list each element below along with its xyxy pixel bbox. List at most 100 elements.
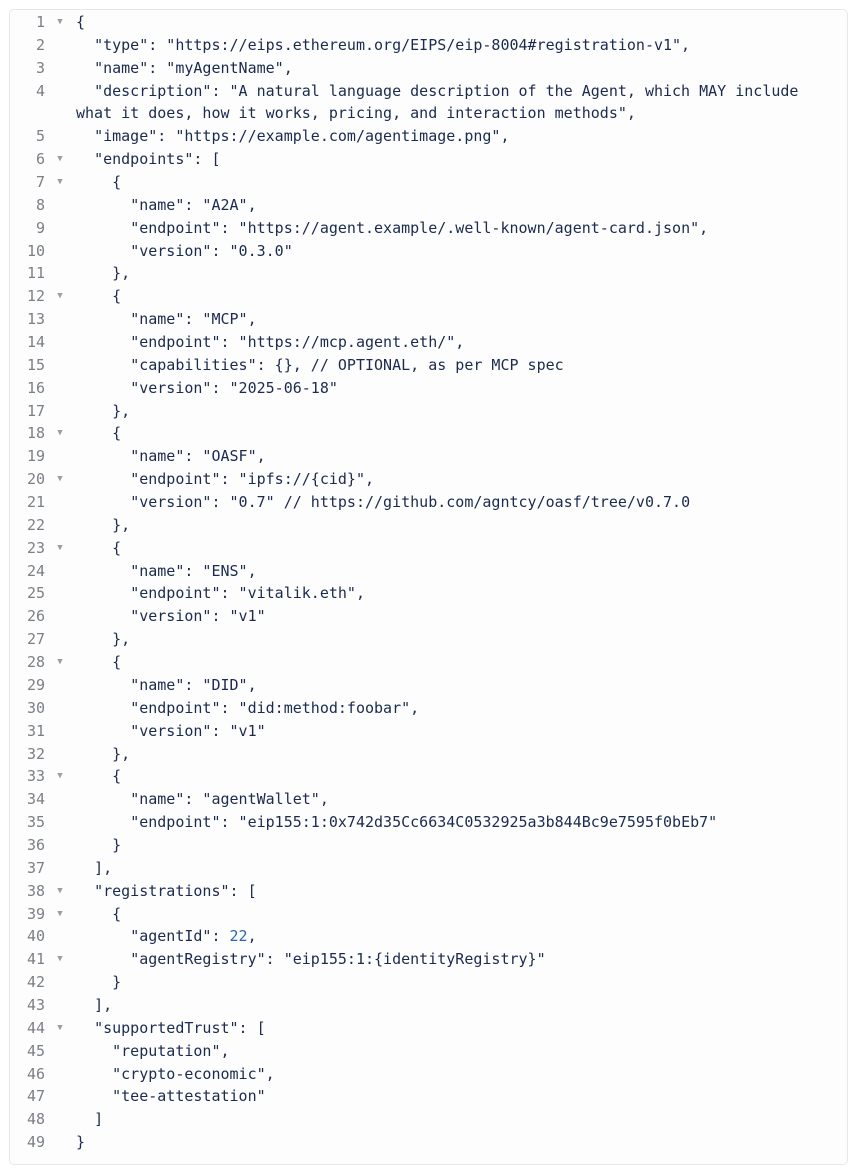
code-line[interactable]: 12▼ { (10, 285, 847, 308)
code-text: } (76, 1133, 86, 1152)
code-line[interactable]: 42 } (10, 971, 847, 994)
fold-toggle-icon[interactable]: ▼ (57, 474, 63, 485)
fold-toggle-icon[interactable]: ▼ (57, 1022, 63, 1033)
code-line[interactable]: 26 "version": "v1" (10, 605, 847, 628)
line-number: 8 (35, 195, 45, 214)
fold-toggle-icon[interactable]: ▼ (57, 428, 63, 439)
line-number: 19 (26, 447, 45, 466)
line-number: 36 (26, 835, 45, 854)
line-number: 40 (26, 927, 45, 946)
fold-toggle-icon[interactable]: ▼ (57, 542, 63, 553)
line-number: 6 (35, 150, 45, 169)
code-line[interactable]: 34 "name": "agentWallet", (10, 788, 847, 811)
code-line[interactable]: 47 "tee-attestation" (10, 1085, 847, 1108)
code-line[interactable]: 27 }, (10, 628, 847, 651)
line-number: 9 (35, 218, 45, 237)
code-editor[interactable]: 1 ▼ {2 "type": "https://eips.ethereum.org/… (9, 9, 848, 1165)
code-line[interactable]: 5 "image": "https://example.com/agentima… (10, 125, 847, 148)
code-line[interactable]: 14 "endpoint": "https://mcp.agent.eth/", (10, 331, 847, 354)
fold-toggle-icon[interactable]: ▼ (57, 885, 63, 896)
code-line[interactable]: 40 "agentId": 22, (10, 925, 847, 948)
code-text: "endpoint": "https://mcp.agent.eth/", (76, 333, 465, 352)
code-line[interactable]: 36 } (10, 834, 847, 857)
code-line[interactable]: 29 "name": "DID", (10, 674, 847, 697)
code-line[interactable]: 41▼ "agentRegistry": "eip155:1:{identity… (10, 948, 847, 971)
code-line[interactable]: 15 "capabilities": {}, // OPTIONAL, as p… (10, 354, 847, 377)
fold-toggle-icon[interactable]: ▼ (57, 657, 63, 668)
line-number: 14 (26, 333, 45, 352)
code-line[interactable]: 25 "endpoint": "vitalik.eth", (10, 582, 847, 605)
code-line[interactable]: 31 "version": "v1" (10, 720, 847, 743)
code-line[interactable]: 44▼ "supportedTrust": [ (10, 1017, 847, 1040)
code-line[interactable]: 1▼{ (10, 11, 847, 34)
code-line[interactable]: 20▼ "endpoint": "ipfs://{cid}", (10, 468, 847, 491)
code-token: , (247, 927, 257, 946)
fold-toggle-icon[interactable]: ▼ (57, 154, 63, 165)
fold-toggle-icon[interactable]: ▼ (57, 908, 63, 919)
line-number: 49 (26, 1133, 45, 1152)
code-line[interactable]: 22 }, (10, 514, 847, 537)
code-line[interactable]: 10 "version": "0.3.0" (10, 240, 847, 263)
fold-toggle-icon[interactable]: ▼ (57, 291, 63, 302)
code-text: { (76, 653, 122, 672)
code-line[interactable]: 30 "endpoint": "did:method:foobar", (10, 697, 847, 720)
code-line[interactable]: 3 "name": "myAgentName", (10, 57, 847, 80)
line-number: 21 (26, 493, 45, 512)
code-text: "version": "2025-06-18" (76, 378, 338, 397)
code-line[interactable]: 28 ▼ { (10, 651, 847, 674)
code-line[interactable]: 17 }, (10, 400, 847, 423)
code-line[interactable]: 48 ] (10, 1108, 847, 1131)
code-line[interactable]: 37 ], (10, 857, 847, 880)
code-line[interactable]: 24 "name": "ENS", (10, 560, 847, 583)
code-line[interactable]: 13 "name": "MCP", (10, 308, 847, 331)
code-line[interactable]: 23▼ { (10, 537, 847, 560)
line-number: 10 (26, 241, 45, 260)
code-line[interactable]: 16 "version": "2025-06-18" (10, 377, 847, 400)
line-number: 30 (26, 698, 45, 717)
code-text: "endpoint": "did:method:foobar", (76, 698, 420, 717)
line-number: 1 (35, 13, 45, 31)
code-text: } (76, 973, 122, 992)
code-line[interactable]: 7▼ { (10, 171, 847, 194)
code-text: "name": "agentWallet", (76, 790, 329, 809)
code-line[interactable]: 46 "crypto-economic", (10, 1063, 847, 1086)
line-number: 3 (35, 58, 45, 77)
line-number: 17 (26, 401, 45, 420)
code-line[interactable]: 45 "reputation", (10, 1040, 847, 1063)
code-line[interactable]: 18▼ { (10, 422, 847, 445)
code-line[interactable]: 39▼ { (10, 903, 847, 926)
code-text: { (76, 767, 122, 786)
code-line[interactable]: 32 }, (10, 743, 847, 766)
line-number: 47 (26, 1087, 45, 1106)
code-line[interactable]: 11 }, (10, 262, 847, 285)
code-lines: 1 ▼ {2 "type": "https://eips.ethereum.org/… (10, 11, 847, 1154)
code-line[interactable]: 43 ], (10, 994, 847, 1017)
code-line[interactable]: 9 "endpoint": "https://agent.example/.we… (10, 217, 847, 240)
code-line[interactable]: 6▼ "endpoints": [ (10, 148, 847, 171)
code-line[interactable]: 38▼ "registrations": [ (10, 880, 847, 903)
fold-toggle-icon[interactable]: ▼ (57, 771, 63, 782)
code-line[interactable]: 33▼ { (10, 765, 847, 788)
line-number: 25 (26, 584, 45, 603)
line-number: 15 (26, 355, 45, 374)
fold-toggle-icon[interactable]: ▼ (57, 17, 63, 27)
line-number: 32 (26, 744, 45, 763)
code-text: "name": "ENS", (76, 561, 257, 580)
fold-toggle-icon[interactable]: ▼ (57, 954, 63, 965)
code-text: "version": "v1" (76, 607, 266, 626)
line-number: 16 (26, 378, 45, 397)
code-line[interactable]: 35 "endpoint": "eip155:1:0x742d35Cc6634C… (10, 811, 847, 834)
code-line[interactable]: 4 "description": "A natural language des… (10, 80, 847, 126)
code-line[interactable]: 21 "version": "0.7" // https://github.co… (10, 491, 847, 514)
code-text: }, (76, 744, 131, 763)
code-line[interactable]: 2 "type": "https://eips.ethereum.org/EIP… (10, 34, 847, 57)
code-text: ], (76, 995, 113, 1014)
code-text: { (76, 538, 122, 557)
code-line[interactable]: 8 "name": "A2A", (10, 194, 847, 217)
code-text: }, (76, 264, 131, 283)
line-number: 28 (26, 653, 45, 672)
code-line[interactable]: 49} (10, 1131, 847, 1154)
code-line[interactable]: 19 "name": "OASF", (10, 445, 847, 468)
code-text: "tee-attestation" (76, 1087, 266, 1106)
fold-toggle-icon[interactable]: ▼ (57, 177, 63, 188)
